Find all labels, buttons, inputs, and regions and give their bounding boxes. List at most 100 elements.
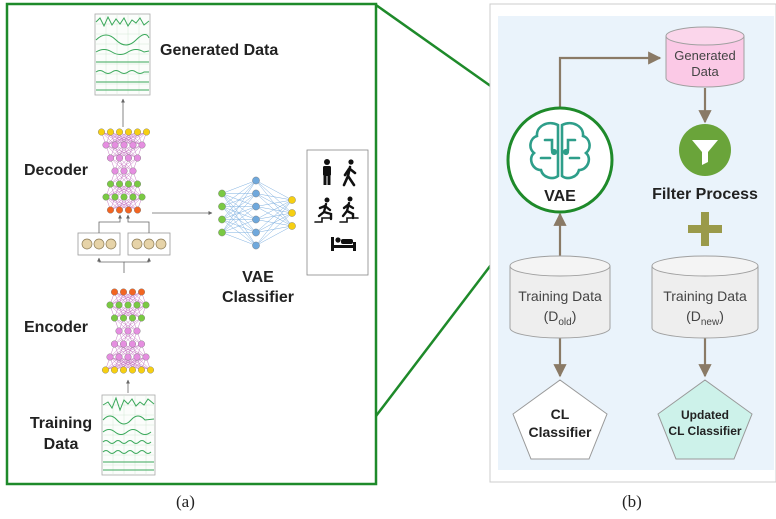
network-node <box>218 189 226 198</box>
encoder-label: Encoder <box>24 319 89 336</box>
network-edge <box>105 356 138 371</box>
network-node <box>106 128 114 136</box>
network-edge <box>255 199 293 207</box>
network-node <box>142 353 150 361</box>
network-node <box>133 128 141 136</box>
network-node <box>252 176 260 185</box>
network-node <box>128 288 136 296</box>
cl-classifier-line1: CL <box>550 406 570 422</box>
latent-variance-box <box>127 232 171 256</box>
person-descending-stairs-icon <box>339 196 359 223</box>
network-edge <box>123 304 147 319</box>
updated-cl-classifier-pentagon <box>657 379 753 460</box>
generated-data-cyl-label: Generated Data <box>666 48 744 80</box>
generated-data-cyl-line2: Data <box>691 64 719 79</box>
network-edge <box>255 212 293 246</box>
network-node <box>124 353 132 361</box>
network-edge <box>105 183 138 198</box>
network-node <box>106 206 114 214</box>
network-edge <box>221 206 257 233</box>
training-new-label: Training Data (Dnew) <box>652 286 758 333</box>
network-edge <box>119 196 143 211</box>
plus-icon <box>688 212 722 246</box>
network-edge <box>255 180 293 201</box>
network-edge <box>105 183 129 198</box>
network-edge <box>221 219 257 233</box>
network-edge <box>221 180 257 233</box>
network-node <box>252 202 260 211</box>
network-node <box>110 366 118 374</box>
network-edge <box>118 291 142 306</box>
network-node <box>133 327 141 335</box>
training-new-line1: Training Data <box>663 288 747 304</box>
network-edge <box>118 317 142 332</box>
cl-classifier-label: CL Classifier <box>520 405 600 441</box>
network-node <box>218 215 226 224</box>
network-node <box>137 340 145 348</box>
network-edge <box>109 343 142 358</box>
network-edge <box>221 180 257 194</box>
training-old-label: Training Data (Dold) <box>510 286 610 333</box>
network-node <box>124 301 132 309</box>
training-old-var: D <box>548 308 559 324</box>
network-edge <box>109 343 133 358</box>
network-node <box>115 128 123 136</box>
network-node <box>120 193 128 201</box>
decoder-network <box>97 128 150 214</box>
cl-classifier-pentagon <box>512 379 608 460</box>
network-node <box>138 141 146 149</box>
network-node <box>133 180 141 188</box>
network-node <box>106 301 114 309</box>
network-edge <box>255 199 293 233</box>
network-node <box>115 301 123 309</box>
latent-connectors <box>97 214 151 273</box>
network-edge <box>114 330 138 345</box>
network-node <box>142 301 150 309</box>
training-old-line2: (Dold) <box>543 308 577 328</box>
training-new-line2: (Dnew) <box>686 308 724 328</box>
network-node <box>115 180 123 188</box>
vae-label: VAE <box>544 188 576 205</box>
network-edge <box>105 131 129 146</box>
network-edge <box>114 157 138 172</box>
network-node <box>252 241 260 250</box>
training-data-old-cylinder <box>509 255 611 339</box>
updated-cl-classifier-line2: CL Classifier <box>668 424 742 438</box>
network-edge <box>123 131 147 146</box>
brain-circuit-icon <box>529 121 591 180</box>
network-node <box>111 193 119 201</box>
network-node <box>138 193 146 201</box>
filter-process-label: Filter Process <box>652 186 758 203</box>
panel-b-connectors <box>553 51 712 378</box>
network-edge <box>221 180 257 220</box>
network-edge <box>114 304 138 319</box>
decoder-label: Decoder <box>24 162 89 179</box>
person-walking-icon <box>342 159 357 187</box>
encoder-network <box>101 288 154 374</box>
training-data-label-line1: Training <box>29 415 93 432</box>
network-node <box>137 314 145 322</box>
generated-data-cyl-line1: Generated <box>674 48 736 63</box>
network-node <box>124 154 132 162</box>
activity-icons-box <box>306 149 369 276</box>
classifier-network <box>218 176 296 250</box>
generated-data-plot <box>94 13 151 96</box>
network-node <box>288 196 296 204</box>
network-node <box>288 209 296 217</box>
vae-classifier-label-line1: VAE <box>242 269 274 286</box>
network-node <box>115 154 123 162</box>
training-data-label: Training Data <box>26 413 96 455</box>
network-node <box>111 167 119 175</box>
network-edge <box>110 196 134 211</box>
updated-cl-classifier-line1: Updated <box>681 408 729 422</box>
network-node <box>124 206 132 214</box>
training-new-var: D <box>690 308 701 324</box>
network-node <box>111 141 119 149</box>
network-edge <box>123 356 147 371</box>
network-edge <box>114 131 147 146</box>
training-data-label-line2: Data <box>43 436 79 453</box>
network-edge <box>110 196 143 211</box>
network-edge <box>221 232 257 246</box>
network-node <box>124 327 132 335</box>
person-climbing-stairs-icon <box>314 197 333 223</box>
